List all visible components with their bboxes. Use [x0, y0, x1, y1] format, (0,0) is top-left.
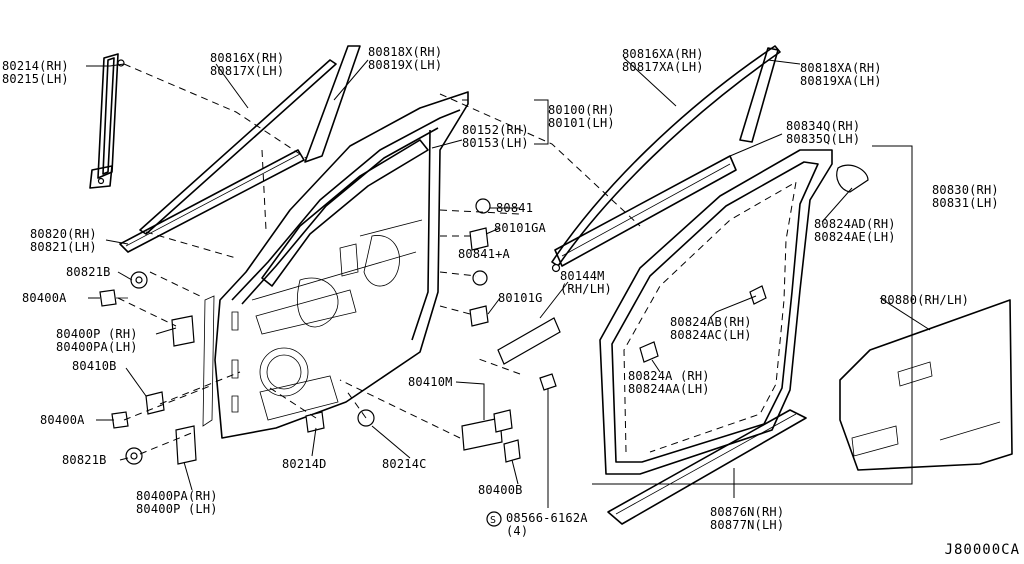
division-strip-80818x [304, 45, 361, 163]
label-80400a-top: 80400A [22, 291, 67, 305]
label-80824ab: 80824AB(RH)80824AC(LH) [670, 315, 752, 342]
label-80400pa: 80400PA(RH)80400P (LH) [136, 489, 218, 516]
label-80152: 80152(RH)80153(LH) [462, 123, 529, 150]
label-80816xa: 80816XA(RH)80817XA(LH) [622, 47, 704, 74]
label-08566: 08566-6162A(4) [506, 511, 588, 538]
fasteners [99, 164, 869, 465]
weatherstrip-80816xa [551, 45, 781, 267]
label-80821b-bot: 80821B [62, 453, 107, 467]
label-80876n: 80876N(RH)80877N(LH) [710, 505, 785, 532]
door-panel-80100 [202, 91, 469, 439]
label-80410m: 80410M [408, 375, 453, 389]
label-80101g: 80101G [498, 291, 543, 305]
label-80101ga: 80101GA [494, 221, 546, 235]
weatherstrip-80816x [139, 59, 337, 235]
label-80821b-top: 80821B [66, 265, 111, 279]
division-strip-80818xa [739, 47, 779, 143]
seal-80152 [261, 139, 429, 287]
label-80410b: 80410B [72, 359, 117, 373]
label-80834q: 80834Q(RH)80835Q(LH) [786, 119, 861, 146]
label-80400p: 80400P (RH)80400PA(LH) [56, 327, 138, 354]
label-80841a: 80841+A [458, 247, 510, 261]
label-80830: 80830(RH)80831(LH) [932, 183, 999, 210]
moulding-80834q [551, 155, 737, 273]
label-80818xa: 80818XA(RH)80819XA(LH) [800, 61, 882, 88]
trim-panel-80880 [839, 299, 1013, 471]
label-80818x: 80818X(RH)80819X(LH) [368, 45, 443, 72]
label-80816x: 80816X(RH)80817X(LH) [210, 51, 285, 78]
label-80100: 80100(RH)80101(LH) [548, 103, 615, 130]
diagram-code: J80000CA [944, 542, 1020, 558]
label-80824a: 80824A (RH)80824AA(LH) [628, 369, 710, 396]
label-80841: 80841 [496, 201, 534, 215]
label-80400a-bot: 80400A [40, 413, 85, 427]
label-80214c: 80214C [382, 457, 427, 471]
label-80820: 80820(RH)80821(LH) [30, 227, 97, 254]
label-80824ad: 80824AD(RH)80824AE(LH) [814, 217, 896, 244]
screw-symbol: S [490, 515, 496, 526]
label-80214: 80214(RH)80215(LH) [2, 59, 69, 86]
leader-lines [86, 57, 931, 527]
moulding-80820 [119, 149, 305, 253]
assembly-lines [117, 63, 641, 455]
label-80144m: 80144M(RH/LH) [560, 269, 612, 296]
sash-strip-80214 [89, 53, 125, 189]
label-80880: 80880(RH/LH) [880, 293, 970, 307]
label-80400b: 80400B [478, 483, 523, 497]
weatherstrip-80830 [599, 149, 833, 475]
label-80214d: 80214D [282, 457, 327, 471]
sill-plate-80876n [607, 409, 807, 525]
